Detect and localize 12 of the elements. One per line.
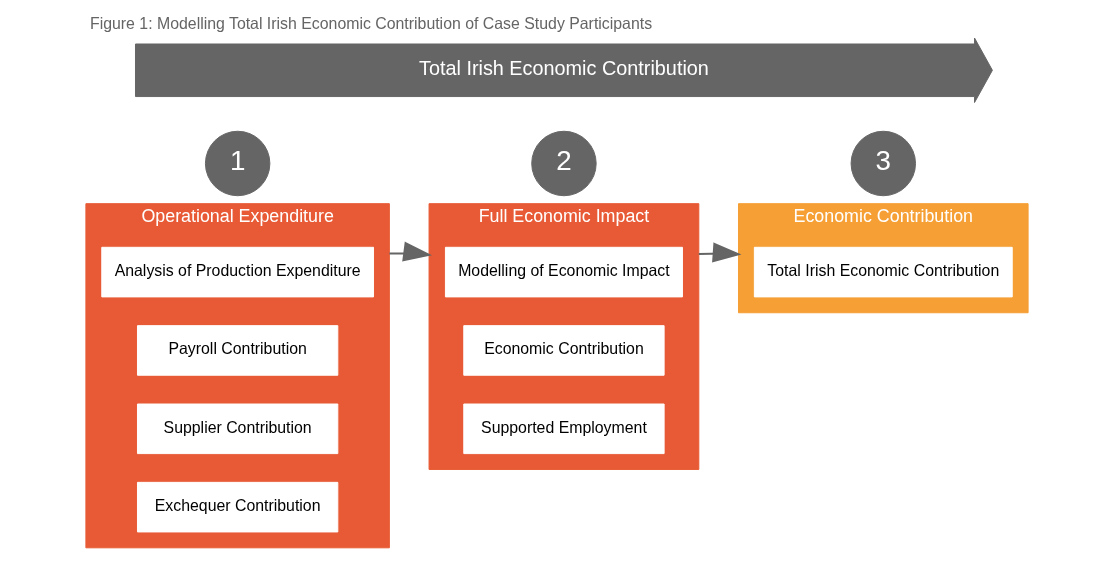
diagram-title: Figure 1: Modelling Total Irish Economic Contribution of Case Study Participants xyxy=(89,14,652,32)
node-circle: 1 xyxy=(204,130,270,197)
node-box: Supported Employment xyxy=(462,403,665,455)
node-box: Total Irish Economic Contribution xyxy=(753,246,1013,298)
node-box: Economic Contribution xyxy=(462,325,665,376)
node-box: Payroll Contribution xyxy=(136,325,338,376)
node-box: Modelling of Economic Impact xyxy=(444,246,683,298)
node-box: Exchequer Contribution xyxy=(136,481,338,533)
node-circle: 2 xyxy=(530,130,597,197)
node-box: Supplier Contribution xyxy=(136,403,338,455)
node-box: Analysis of Production Expenditure xyxy=(100,246,374,298)
node-circle: 3 xyxy=(850,130,916,197)
